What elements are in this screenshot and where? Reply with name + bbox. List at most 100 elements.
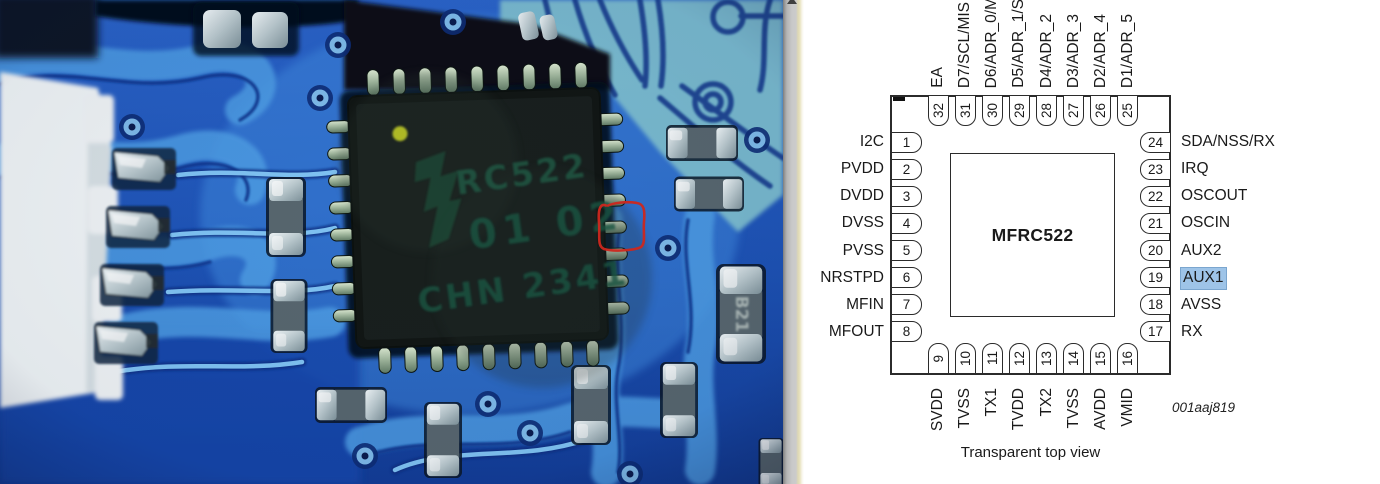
pin-25: 25: [1117, 95, 1139, 126]
pin-4: 4: [891, 212, 922, 234]
pin-number: 11: [984, 351, 1000, 366]
pin-label-TVSS: TVSS: [1064, 388, 1082, 429]
pin-number: 12: [1011, 350, 1027, 367]
pin-22: 22: [1140, 185, 1171, 207]
diagram-caption: Transparent top view: [960, 444, 1101, 461]
pin-27: 27: [1063, 95, 1085, 126]
pin-number: 32: [930, 102, 946, 119]
scrollbar-arrow-icon[interactable]: [787, 0, 797, 4]
pin-2: 2: [891, 158, 922, 180]
pin-13: 13: [1036, 343, 1058, 374]
pin-label-PVSS: PVSS: [842, 241, 884, 259]
pin-number: 3: [902, 188, 911, 204]
pin-number: 23: [1147, 161, 1164, 177]
pin-number: 7: [902, 297, 911, 313]
pin-label-EA: EA: [929, 67, 946, 88]
pin-8: 8: [891, 321, 922, 343]
pin-number: 9: [930, 354, 946, 363]
pin-24: 24: [1140, 131, 1171, 153]
chip-title: MFRC522: [991, 224, 1074, 245]
pin-number: 6: [902, 270, 911, 286]
pin-number: 14: [1066, 350, 1082, 367]
pin-number: 1: [902, 134, 911, 150]
pin-1: 1: [891, 131, 922, 153]
pin-21: 21: [1140, 212, 1171, 234]
pin-number: 18: [1147, 297, 1164, 313]
pin-label-D3/ADR_3: D3/ADR_3: [1064, 13, 1082, 88]
pin-10: 10: [954, 343, 976, 374]
pin-9: 9: [927, 343, 949, 374]
pin-15: 15: [1090, 343, 1112, 374]
pin-number: 20: [1147, 243, 1164, 259]
die-outline: MFRC522: [950, 153, 1115, 317]
pin-label-IRQ: IRQ: [1181, 160, 1209, 178]
pin-number: 8: [902, 324, 911, 340]
pin-number: 30: [984, 102, 1000, 119]
pin-16: 16: [1117, 343, 1139, 374]
pin-number: 2: [902, 161, 911, 177]
pin-26: 26: [1090, 95, 1112, 126]
pin-number: 31: [957, 102, 973, 119]
pin-label-TX2: TX2: [1037, 388, 1055, 417]
pin-label-OSCOUT: OSCOUT: [1181, 187, 1248, 205]
pin-label-OSCIN: OSCIN: [1181, 214, 1231, 232]
pin-19: 19: [1140, 267, 1171, 289]
pin-23: 23: [1140, 158, 1171, 180]
pin-label-D5/ADR_1/S: D5/ADR_1/S: [1010, 0, 1028, 88]
pin-28: 28: [1036, 95, 1058, 126]
pin-label-DVDD: DVDD: [840, 187, 884, 205]
pin-number: 10: [957, 350, 973, 367]
pin-number: 5: [902, 243, 911, 259]
pin-label-D6/ADR_0/M: D6/ADR_0/M: [983, 0, 1001, 88]
pin-29: 29: [1008, 95, 1030, 126]
pin-6: 6: [891, 267, 922, 289]
figure-id: 001aaj819: [1172, 400, 1236, 415]
pin-label-MFOUT: MFOUT: [828, 322, 884, 340]
pin-number: 21: [1147, 215, 1164, 231]
pin-number: 15: [1093, 350, 1109, 367]
pin-label-NRSTPD: NRSTPD: [820, 268, 884, 286]
pin-number: 13: [1039, 350, 1055, 367]
pin-30: 30: [981, 95, 1003, 126]
pin-3: 3: [891, 185, 922, 207]
pin-label-D4/ADR_2: D4/ADR_2: [1037, 13, 1055, 88]
pin-label-D2/ADR_4: D2/ADR_4: [1091, 13, 1109, 88]
pin-number: 19: [1147, 270, 1164, 286]
pin-17: 17: [1140, 321, 1171, 343]
pin-12: 12: [1008, 343, 1030, 374]
pin-label-TVDD: TVDD: [1010, 388, 1028, 431]
pin-label-DVSS: DVSS: [841, 214, 884, 232]
pin-20: 20: [1140, 240, 1171, 262]
pin-31: 31: [954, 95, 976, 126]
pin-32: 32: [927, 95, 949, 126]
pin-label-MFIN: MFIN: [846, 295, 884, 313]
pin-number: 29: [1011, 102, 1027, 119]
pin-label-TVSS: TVSS: [956, 388, 974, 429]
pin-number: 26: [1093, 102, 1109, 119]
pin-label-SVDD: SVDD: [929, 388, 946, 432]
pin-number: 24: [1147, 134, 1164, 150]
pin-label-I2C: I2C: [859, 133, 884, 150]
pin-label-AUX2: AUX2: [1181, 241, 1222, 259]
pin-label-VMID: VMID: [1118, 388, 1136, 427]
pin-label-RX: RX: [1181, 322, 1203, 340]
scrollbar-track[interactable]: [783, 0, 804, 484]
pin-18: 18: [1140, 294, 1171, 316]
pin-number: 25: [1120, 102, 1136, 119]
pin-label-PVDD: PVDD: [840, 160, 884, 178]
pin-label-AVDD: AVDD: [1091, 388, 1109, 430]
vignette: [0, 0, 783, 484]
pcb-photo: B21 RC522 01 02 CHN 2341: [0, 0, 783, 484]
pin-label-SDA/NSS/RX: SDA/NSS/RX: [1181, 133, 1275, 150]
pin-5: 5: [891, 240, 922, 262]
pin-label-AVSS: AVSS: [1181, 295, 1222, 313]
pin-label-D1/ADR_5: D1/ADR_5: [1118, 13, 1136, 88]
pin-number: 28: [1039, 102, 1055, 119]
pin-14: 14: [1063, 343, 1085, 374]
pin-label-TX1: TX1: [983, 388, 1001, 417]
pin-number: 22: [1147, 188, 1164, 204]
pin-number: 17: [1147, 324, 1164, 340]
pin-label-AUX1-selected: AUX1: [1180, 266, 1227, 290]
pin-11: 11: [981, 343, 1003, 374]
